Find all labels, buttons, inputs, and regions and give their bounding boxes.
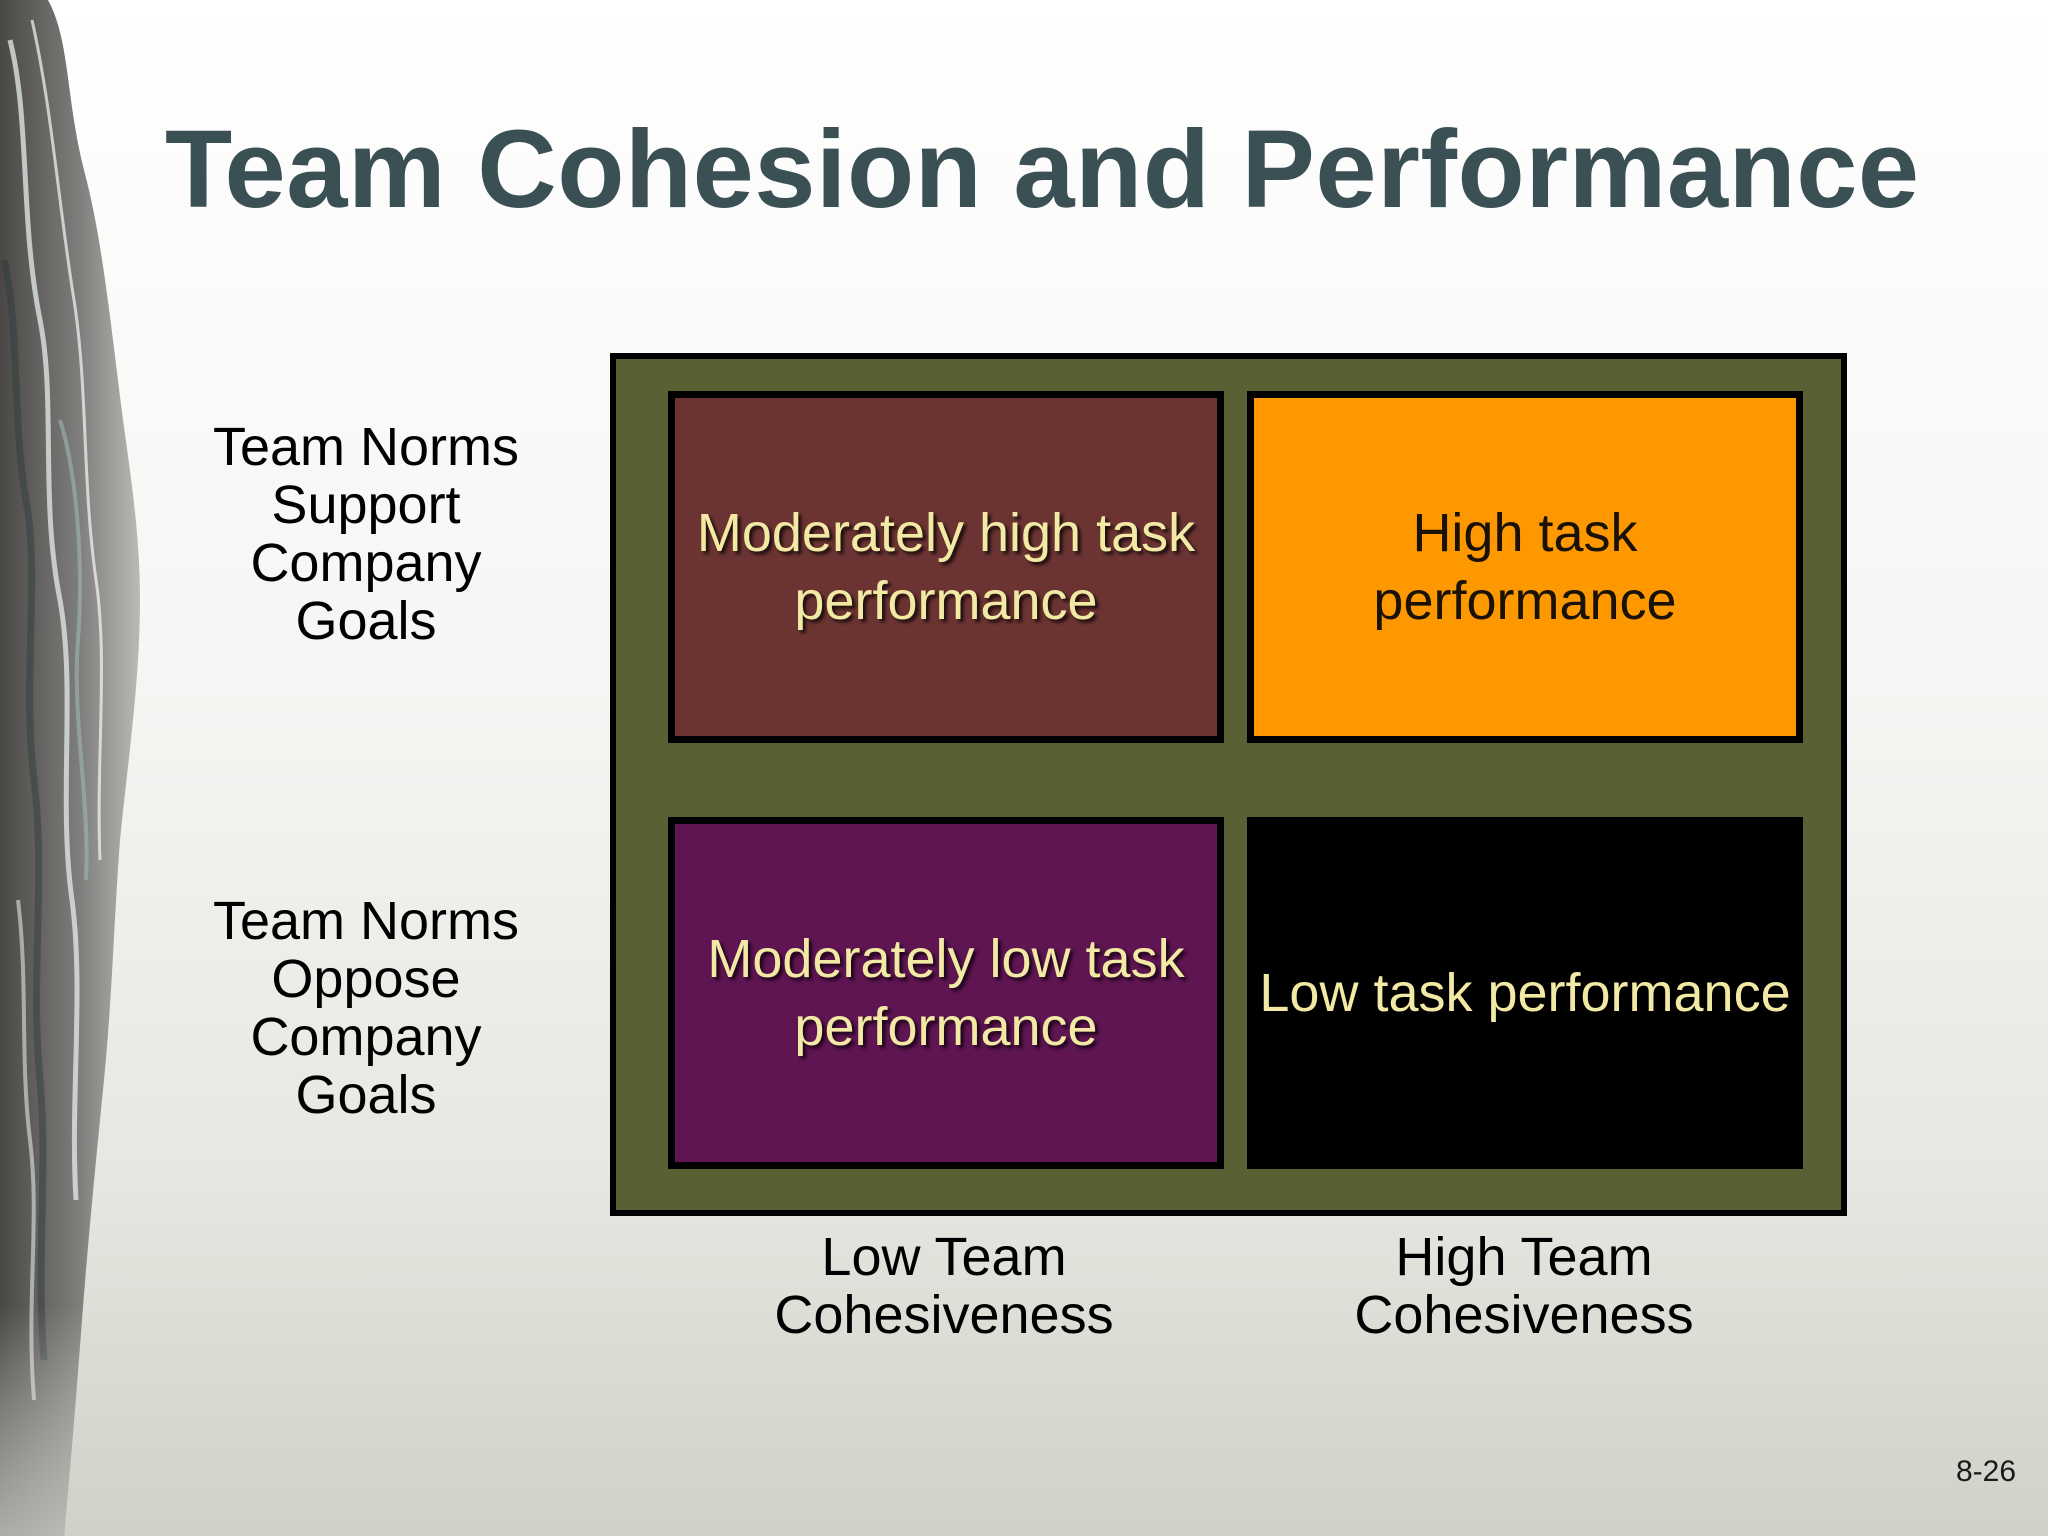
matrix-cell-bottom-left: Moderately low task performance xyxy=(668,817,1224,1169)
slide-title: Team Cohesion and Performance xyxy=(165,108,1920,231)
matrix-cell-top-left: Moderately high task performance xyxy=(668,391,1224,743)
matrix-cell-top-right-text: High task performance xyxy=(1373,503,1677,631)
waterfall-image xyxy=(0,0,140,1536)
performance-matrix: Moderately high task performance High ta… xyxy=(610,353,1847,1216)
matrix-cell-bottom-left-text: Moderately low task performance xyxy=(707,929,1185,1057)
slide-number: 8-26 xyxy=(1955,1455,2016,1488)
matrix-cell-bottom-right-text: Low task performance xyxy=(1259,963,1791,1023)
column-label-high: High Team Cohesiveness xyxy=(1354,1227,1694,1345)
matrix-cell-top-left-text: Moderately high task performance xyxy=(696,503,1196,631)
row-label-support: Team Norms Support Company Goals xyxy=(212,417,520,651)
column-label-low: Low Team Cohesiveness xyxy=(774,1227,1114,1345)
row-label-oppose: Team Norms Oppose Company Goals xyxy=(212,891,520,1125)
matrix-cell-bottom-right: Low task performance xyxy=(1247,817,1803,1169)
matrix-cell-top-right: High task performance xyxy=(1247,391,1803,743)
